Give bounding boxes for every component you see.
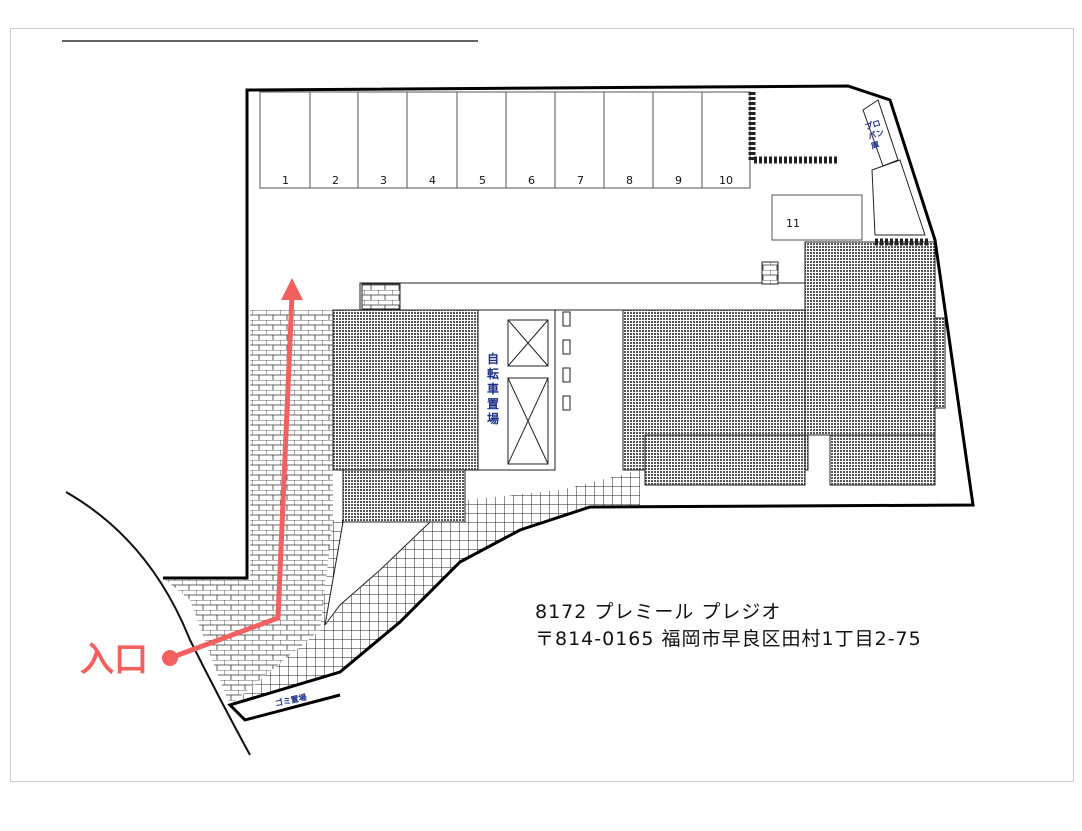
parking-stalls xyxy=(259,91,863,241)
spot-9: 9 xyxy=(675,174,682,187)
spot-10: 10 xyxy=(719,174,733,187)
propane-storage xyxy=(862,99,899,167)
grid-paving xyxy=(230,470,640,705)
spot-5: 5 xyxy=(479,174,486,187)
property-address: 〒814-0165 福岡市早良区田村1丁目2-75 xyxy=(535,628,922,650)
spot-8: 8 xyxy=(626,174,633,187)
spot-1: 1 xyxy=(282,174,289,187)
spot-6: 6 xyxy=(528,174,535,187)
site-boundary xyxy=(163,84,975,722)
entrance-arrow xyxy=(169,294,295,661)
entrance-dot xyxy=(162,650,178,666)
entrance-label: 入口 xyxy=(80,640,148,680)
spot-11: 11 xyxy=(786,217,800,230)
property-name: 8172 プレミール プレジオ xyxy=(535,601,782,623)
building-left-lower xyxy=(342,469,466,523)
bicycle-parking-label: 自転車置場 xyxy=(487,352,500,426)
corridor xyxy=(359,282,806,311)
road-curve xyxy=(65,491,251,756)
spot-3: 3 xyxy=(380,174,387,187)
arrow-head-icon xyxy=(281,278,303,300)
spot-2: 2 xyxy=(332,174,339,187)
planting-right xyxy=(871,159,926,236)
spot-7: 7 xyxy=(577,174,584,187)
building-left xyxy=(332,309,479,471)
brick-path xyxy=(163,310,333,705)
building-right-tall xyxy=(804,241,936,436)
hedge xyxy=(748,92,838,164)
stairs-left xyxy=(361,283,401,310)
stairs-right xyxy=(761,261,779,285)
spot-4: 4 xyxy=(429,174,436,187)
